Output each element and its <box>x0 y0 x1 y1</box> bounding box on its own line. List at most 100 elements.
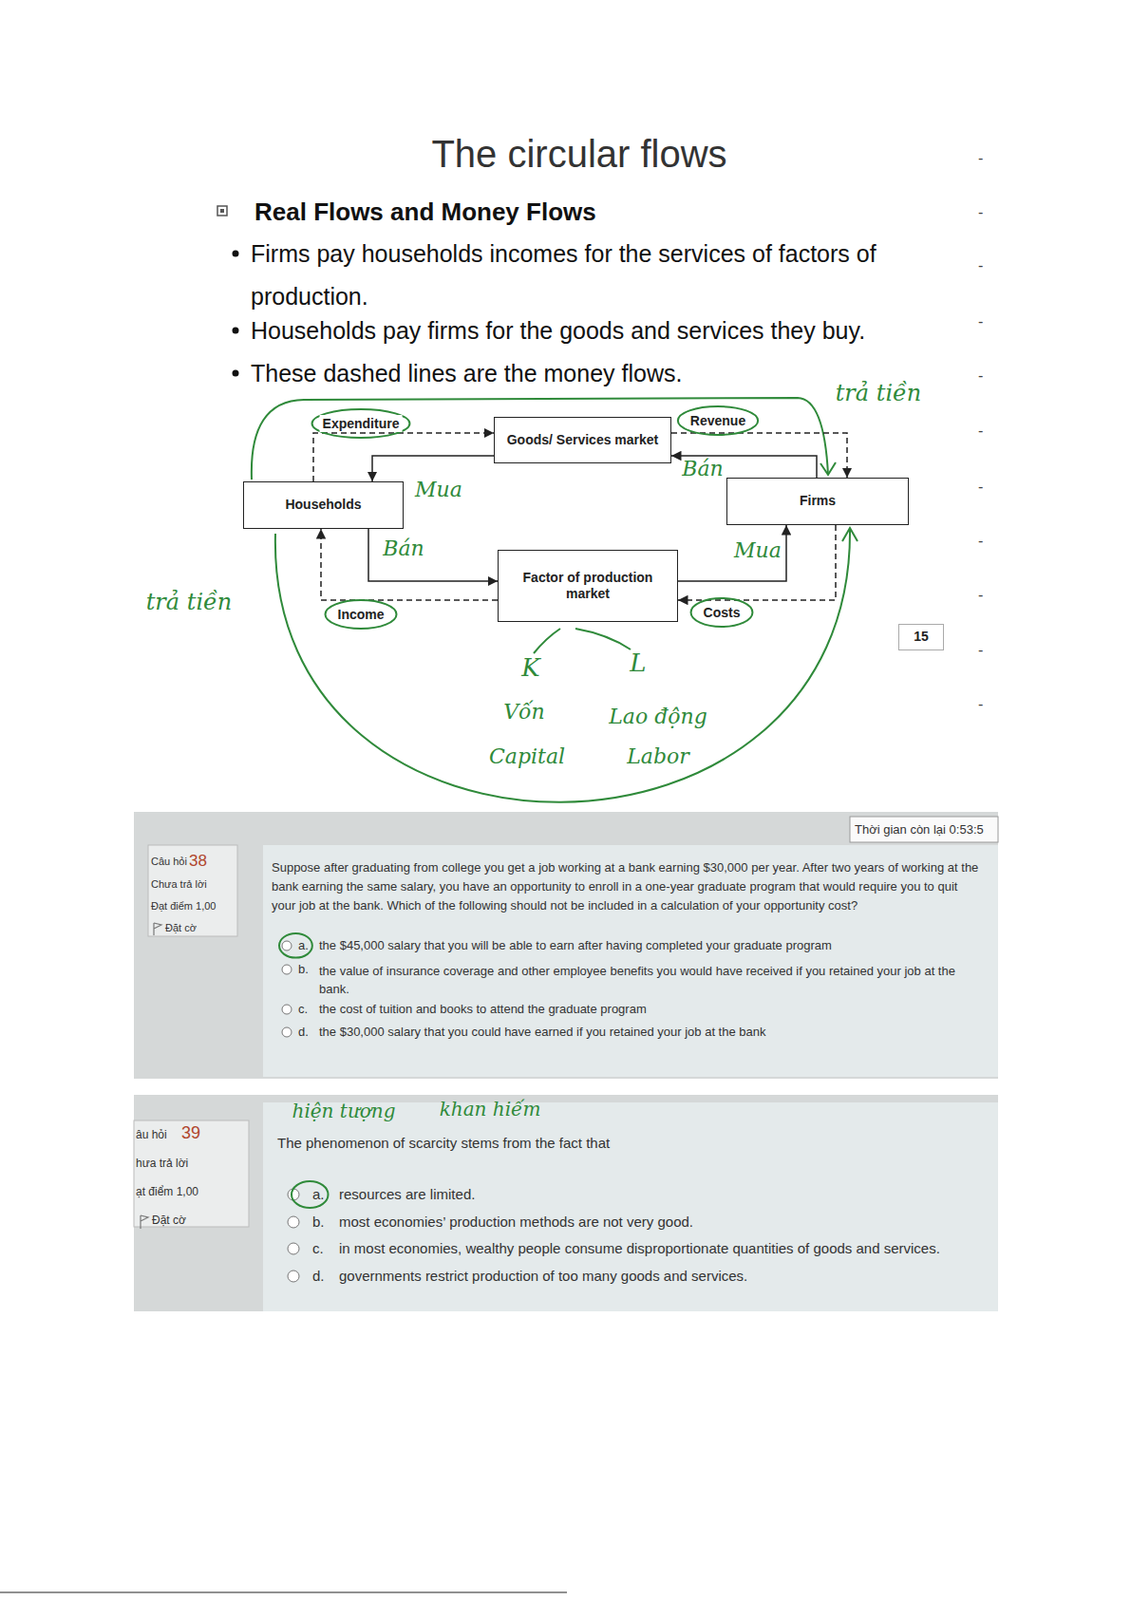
handwritten-note: Capital <box>489 744 566 770</box>
quiz-text: hưa trả lời <box>135 1156 189 1170</box>
hand-arrowhead <box>842 527 858 542</box>
margin-dash: - <box>978 421 983 441</box>
quiz-text: the $30,000 salary that you could have e… <box>319 1024 767 1040</box>
hand-circle <box>279 933 313 959</box>
hand-circle <box>324 600 396 629</box>
handwritten-note: trả tiền <box>835 379 923 408</box>
handwritten-note: Vốn <box>503 699 546 725</box>
timer-box <box>849 816 999 843</box>
question-number: 39 <box>181 1123 201 1145</box>
page-number-box: 15 <box>898 623 944 651</box>
margin-dash: - <box>978 366 983 386</box>
bullet-dot <box>232 250 240 258</box>
handwritten-note: Labor <box>626 744 690 770</box>
hand-circle <box>312 409 411 438</box>
quiz-text: governments restrict production of too m… <box>339 1267 748 1285</box>
quiz-text: Chưa trả lời <box>150 878 208 891</box>
flow-box: Households <box>243 481 404 529</box>
flag-icon <box>153 923 162 936</box>
quiz-text: b. <box>298 961 309 978</box>
box-label: Households <box>284 496 361 514</box>
quiz-text: resources are limited. <box>339 1186 475 1204</box>
info-box <box>148 845 238 937</box>
quiz-text: a. <box>312 1186 325 1204</box>
handwritten-note: khan hiếm <box>439 1097 542 1121</box>
bullet-dot <box>232 370 240 377</box>
quiz-text: d. <box>312 1267 325 1285</box>
margin-dash: - <box>978 312 983 332</box>
flow-box: Goods/ Services market <box>493 416 672 464</box>
margin-dash: - <box>978 531 983 551</box>
question-panel <box>263 1102 999 1312</box>
quiz-text: Đặt cờ <box>165 922 197 935</box>
slide-title: The circular flows <box>389 132 770 176</box>
money-flow-arrow <box>313 433 494 482</box>
quiz-text: Đạt điểm 1,00 <box>150 900 216 913</box>
question-panel <box>263 845 999 1077</box>
box-label: Firms <box>799 492 836 510</box>
handwritten-note: Mua <box>734 538 782 564</box>
flow-box: Firms <box>726 477 909 526</box>
radio-button <box>282 1027 292 1037</box>
page-rule <box>0 1592 567 1594</box>
radio-button <box>287 1188 300 1201</box>
margin-dash: - <box>978 695 983 715</box>
flow-label: Costs <box>700 603 744 622</box>
quiz-text: the $45,000 salary that you will be able… <box>319 938 832 954</box>
hand-arrowhead <box>820 462 836 475</box>
hand-circle <box>678 406 758 435</box>
quiz-text: Đặt cờ <box>151 1213 187 1227</box>
quiz-text: âu hỏi <box>135 1128 168 1142</box>
handwritten-note: trả tiền <box>146 588 233 617</box>
hand-stroke <box>575 628 631 650</box>
handwritten-note: hiện tượng <box>292 1099 396 1123</box>
radio-button <box>287 1270 300 1282</box>
quiz-text: ạt điểm 1,00 <box>135 1185 199 1199</box>
handwritten-note: Bán <box>382 536 424 562</box>
quiz-text: b. <box>312 1213 325 1231</box>
margin-dash: - <box>978 149 983 169</box>
flow-label: Revenue <box>687 412 749 430</box>
hand-circle <box>291 1181 329 1208</box>
info-box <box>133 1120 249 1227</box>
money-flow-arrow <box>678 525 836 601</box>
radio-button <box>287 1216 300 1228</box>
box-label: Factor of production market <box>506 569 670 604</box>
flow-box: Factor of production market <box>497 549 679 623</box>
margin-dash: - <box>978 585 983 605</box>
hand-stroke <box>533 628 561 654</box>
radio-button <box>282 964 292 975</box>
heading-bullet <box>220 208 225 213</box>
screenshot-panel <box>133 811 999 1079</box>
handwritten-note: Mua <box>414 477 463 503</box>
box-label: Goods/ Services market <box>507 432 660 450</box>
real-flow-arrow <box>678 525 787 582</box>
quiz-text: Suppose after graduating from college yo… <box>271 858 980 916</box>
quiz-text: c. <box>312 1240 324 1258</box>
quiz-text: most economies’ production methods are n… <box>339 1213 694 1231</box>
quiz-text: c. <box>298 1001 308 1018</box>
bullet-text: These dashed lines are the money flows. <box>250 358 682 388</box>
bullet-dot <box>232 327 240 335</box>
question-number: 38 <box>188 851 208 871</box>
quiz-text: a. <box>298 938 309 954</box>
hand-circle <box>691 598 754 627</box>
handwritten-note: L <box>629 648 646 679</box>
quiz-text: Câu hỏi <box>150 855 188 868</box>
slide-heading: Real Flows and Money Flows <box>254 197 597 227</box>
money-flow-arrow <box>320 528 498 601</box>
screenshot-panel <box>133 1094 999 1312</box>
heading-bullet <box>217 206 227 216</box>
margin-dash: - <box>978 203 983 223</box>
flag-icon <box>140 1215 149 1229</box>
bullet-text: Households pay firms for the goods and s… <box>250 316 866 345</box>
real-flow-arrow <box>368 528 498 582</box>
radio-button <box>282 1004 292 1015</box>
margin-dash: - <box>978 640 983 660</box>
radio-button <box>287 1243 300 1255</box>
hand-arc <box>251 397 829 480</box>
flow-label: Expenditure <box>320 414 403 433</box>
